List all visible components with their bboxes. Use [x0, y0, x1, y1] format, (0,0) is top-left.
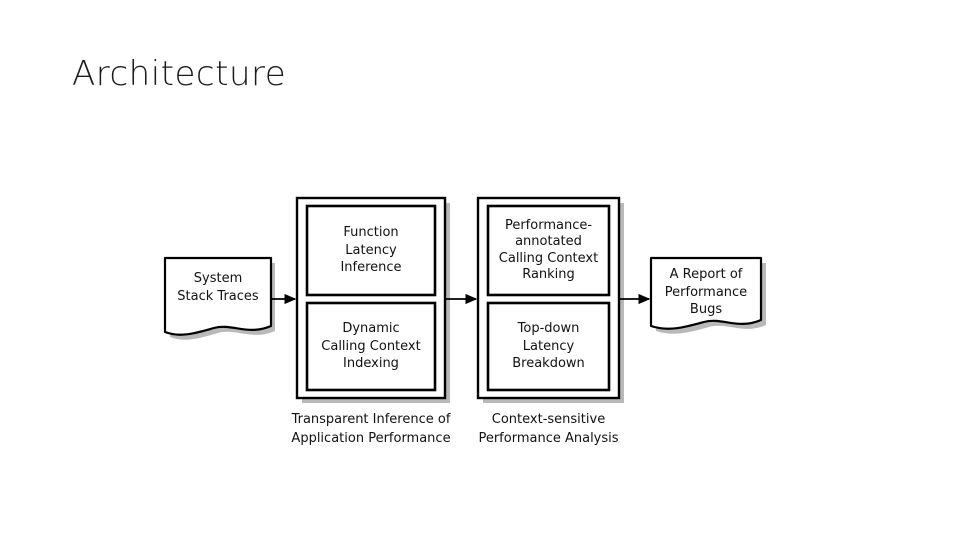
caption-line: Performance Analysis — [478, 431, 619, 446]
node-system-stack-traces — [163, 256, 273, 336]
caption-line: Application Performance — [291, 431, 451, 446]
node-dynamic-calling-context-indexing — [305, 301, 437, 392]
group-caption-stage1: Transparent Inference of Application Per… — [270, 410, 472, 448]
page-title: Architecture — [72, 54, 287, 94]
node-top-down-latency-breakdown — [486, 301, 611, 392]
caption-line: Context-sensitive — [491, 412, 606, 427]
node-performance-annotated-calling-context-ranking — [486, 204, 611, 297]
node-report-performance-bugs — [649, 256, 763, 330]
caption-line: Transparent Inference of — [291, 412, 451, 427]
node-function-latency-inference — [305, 204, 437, 297]
group-caption-stage2: Context-sensitive Performance Analysis — [466, 410, 631, 448]
